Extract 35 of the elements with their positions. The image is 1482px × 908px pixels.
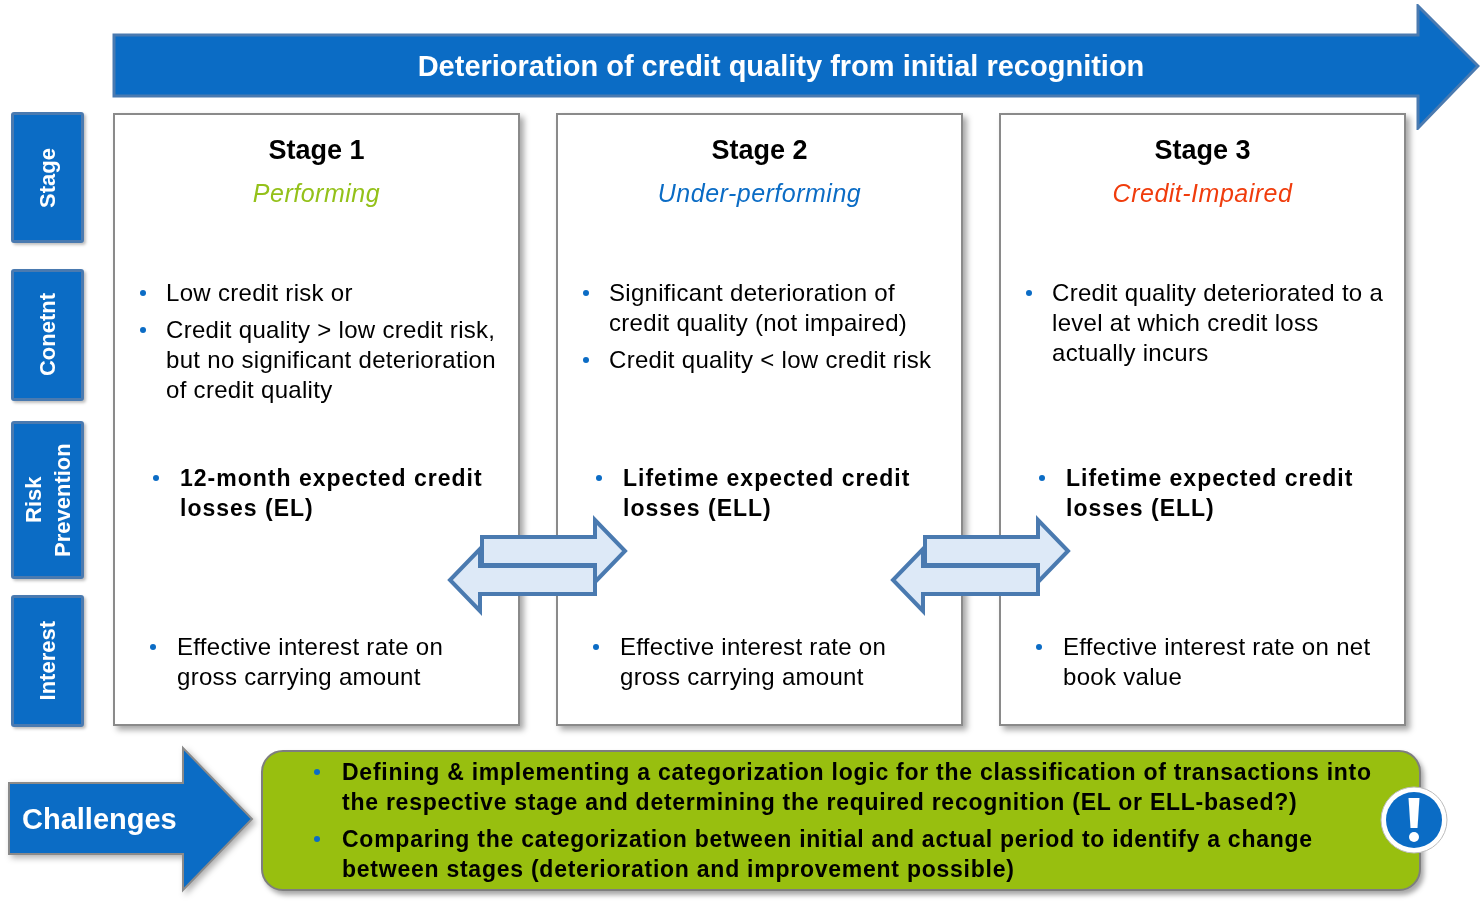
bullet-text: Significant deterioration of credit quality (not impaired) <box>609 278 909 338</box>
row-label: Interest <box>34 621 61 701</box>
bullet-text: Low credit risk or <box>166 278 353 308</box>
stage-card <box>556 113 963 726</box>
block-arrow <box>890 544 1040 616</box>
challenges-panel <box>261 750 1421 891</box>
row-label-tab <box>11 269 84 401</box>
stage-subtitle: Performing <box>252 178 381 208</box>
bullet-text: Lifetime expected credit losses (ELL) <box>1066 464 1355 523</box>
stage-heading: Stage 2 <box>711 134 808 167</box>
stage-heading: Stage 1 <box>268 134 365 167</box>
bullet-text: Effective interest rate on net book value <box>1063 632 1372 692</box>
block-arrow <box>447 544 597 616</box>
stage-card <box>999 113 1406 726</box>
row-label-tab <box>11 595 84 727</box>
stage-card <box>113 113 520 726</box>
bullet-text: Comparing the categorization between initial and actual period to identify a change between stages (deterioration and improvement possible) <box>342 825 1314 884</box>
bullet-text: 12-month expected credit losses (EL) <box>180 464 484 523</box>
stage-heading: Stage 3 <box>1154 134 1251 167</box>
row-label: Conetnt <box>34 293 61 377</box>
bullet-text: Effective interest rate on gross carrying amount <box>177 632 445 692</box>
challenges-label: Challenges <box>22 801 177 837</box>
row-label-tab <box>11 421 84 579</box>
row-label: Risk Prevention <box>19 442 76 559</box>
bullet-text: Lifetime expected credit losses (ELL) <box>623 464 912 523</box>
bullet-text: Effective interest rate on gross carrying amount <box>620 632 888 692</box>
stage-subtitle: Under-performing <box>657 178 862 208</box>
stage-subtitle: Credit-Impaired <box>1112 178 1293 208</box>
banner-title: Deterioration of credit quality from initial recognition <box>417 48 1145 84</box>
row-label: Stage <box>34 147 61 208</box>
bullet-text: Defining & implementing a categorization logic for the classification of transactions into the respective stage and determining the required recognition (EL or ELL-based?) <box>342 758 1373 817</box>
bullet-text: Credit quality > low credit risk, but no significant deterioration of credit quality <box>166 315 497 405</box>
bullet-text: Credit quality < low credit risk <box>609 345 932 375</box>
row-label-tab <box>11 112 84 243</box>
bullet-text: Credit quality deteriorated to a level at which credit loss actually incurs <box>1052 278 1385 368</box>
